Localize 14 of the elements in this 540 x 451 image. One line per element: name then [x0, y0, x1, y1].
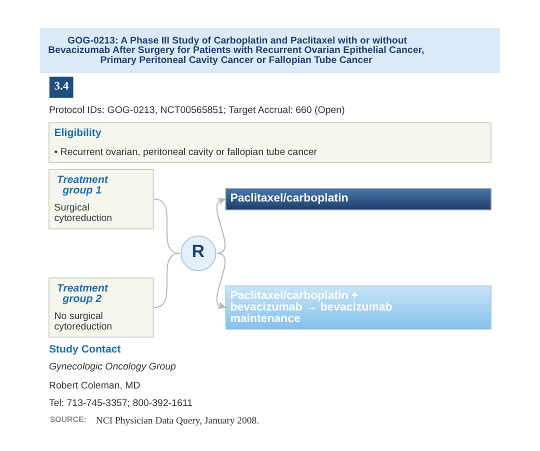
- label: 3.4: [54, 80, 69, 92]
- arrow: [216, 252, 226, 309]
- label: Study Contact: [48, 343, 121, 356]
- diagram-title: GOG-0213: A Phase III Study of Carboplatin and Paclitaxel with or without Bevacizumab After Surgery for Patients with Recurrent Ovarian Epithelial Cancer, Primary Peritoneal Cavity Cancer or Fallopian Tube Cancer: [48, 35, 424, 66]
- connector: [154, 252, 180, 308]
- label: Tel: 713-745-3357; 800-392-1611: [48, 398, 193, 409]
- label: Protocol IDs: GOG-0213, NCT00565851; Target Accrual: 660 (Open): [48, 104, 345, 116]
- label: NCI Physician Data Query, January 2008.: [96, 416, 260, 427]
- label: Gynecologic Oncology Group: [48, 362, 176, 373]
- arrow: [216, 198, 226, 254]
- node-circle: R: [180, 236, 216, 272]
- label: SOURCE:: [50, 415, 86, 424]
- label: Robert Coleman, MD: [48, 380, 140, 392]
- connector: [154, 198, 180, 254]
